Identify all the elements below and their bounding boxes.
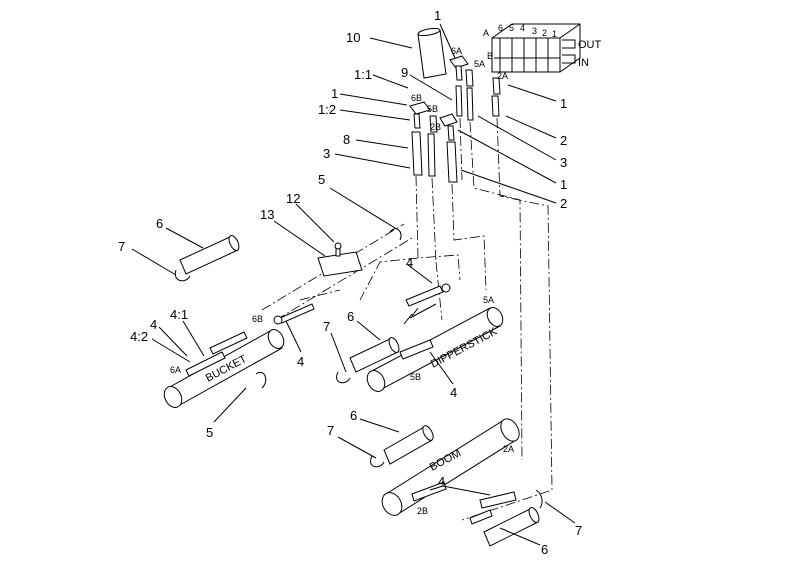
valve-port-number: 6 [498,23,503,33]
callout-label: 2 [560,133,567,148]
callout-label: 4:2 [130,329,148,344]
callout-label: 2 [560,196,567,211]
callout-label: 4 [450,385,457,400]
bucket-cylinder [163,329,285,408]
valve-port-a-label: A [483,28,489,38]
callout-label: 3 [560,155,567,170]
callout-numbers: 1 10 1:1 9 1 1:2 8 3 5 12 13 6 7 4 4:1 4… [118,8,582,557]
callout-label: 6 [347,309,354,324]
callout-label: 4:1 [170,307,188,322]
valve-port-b-label: B [487,51,493,61]
port-label: 2A [497,71,508,81]
callout-label: 10 [346,30,360,45]
port-label: 5B [427,104,438,114]
valve-port-number: 3 [532,26,537,36]
callout-label: 1 [331,86,338,101]
upper-fittings [409,55,501,183]
callout-label: 4 [150,317,157,332]
callout-label: 7 [323,319,330,334]
callout-label: 1 [560,177,567,192]
port-label: 6B [411,93,422,103]
valve-port-number: 1 [552,29,557,39]
port-label: 2A [503,444,514,454]
port-label: 2B [430,122,441,132]
valve-out-label: OUT [578,39,602,51]
callout-label: 13 [260,207,274,222]
callout-label: 7 [118,239,125,254]
control-valve: 6 5 4 3 2 1 A B OUT IN [483,23,602,73]
valve-port-number: 4 [520,23,525,33]
callout-label: 1:2 [318,102,336,117]
callout-label: 5 [206,425,213,440]
protective-sleeves-6 [179,235,540,547]
protective-sleeve-10 [417,27,447,79]
port-label: 6B [252,314,263,324]
callout-label: 7 [575,523,582,538]
bucket-hose-assembly [261,223,413,325]
callout-label: 1 [560,96,567,111]
port-label: 5A [483,295,494,305]
callout-label: 4 [297,354,304,369]
callout-label: 6 [541,542,548,557]
boom-cylinder [381,418,520,525]
callout-label: 1 [434,8,441,23]
callout-label: 5 [318,172,325,187]
valve-port-number: 2 [542,28,547,38]
valve-in-label: IN [578,57,589,69]
callout-label: 1:1 [354,67,372,82]
callout-label: 7 [327,423,334,438]
callout-label: 4 [438,474,445,489]
port-label: 6A [451,46,462,56]
callout-label: 3 [323,146,330,161]
port-label: 5A [474,59,485,69]
hose-clamps [174,228,543,509]
callout-label: 12 [286,191,300,206]
dipperstick-cylinder [366,283,504,392]
callout-label: 9 [401,65,408,80]
leader-lines [131,23,576,546]
callout-label: 6 [156,216,163,231]
port-label: 5B [410,372,421,382]
valve-port-number: 5 [509,23,514,33]
hose-routes [299,117,553,521]
callout-label: 8 [343,132,350,147]
port-label: 6A [170,365,181,375]
callout-label: 4 [406,255,413,270]
callout-label: 6 [350,408,357,423]
port-label: 2B [417,506,428,516]
